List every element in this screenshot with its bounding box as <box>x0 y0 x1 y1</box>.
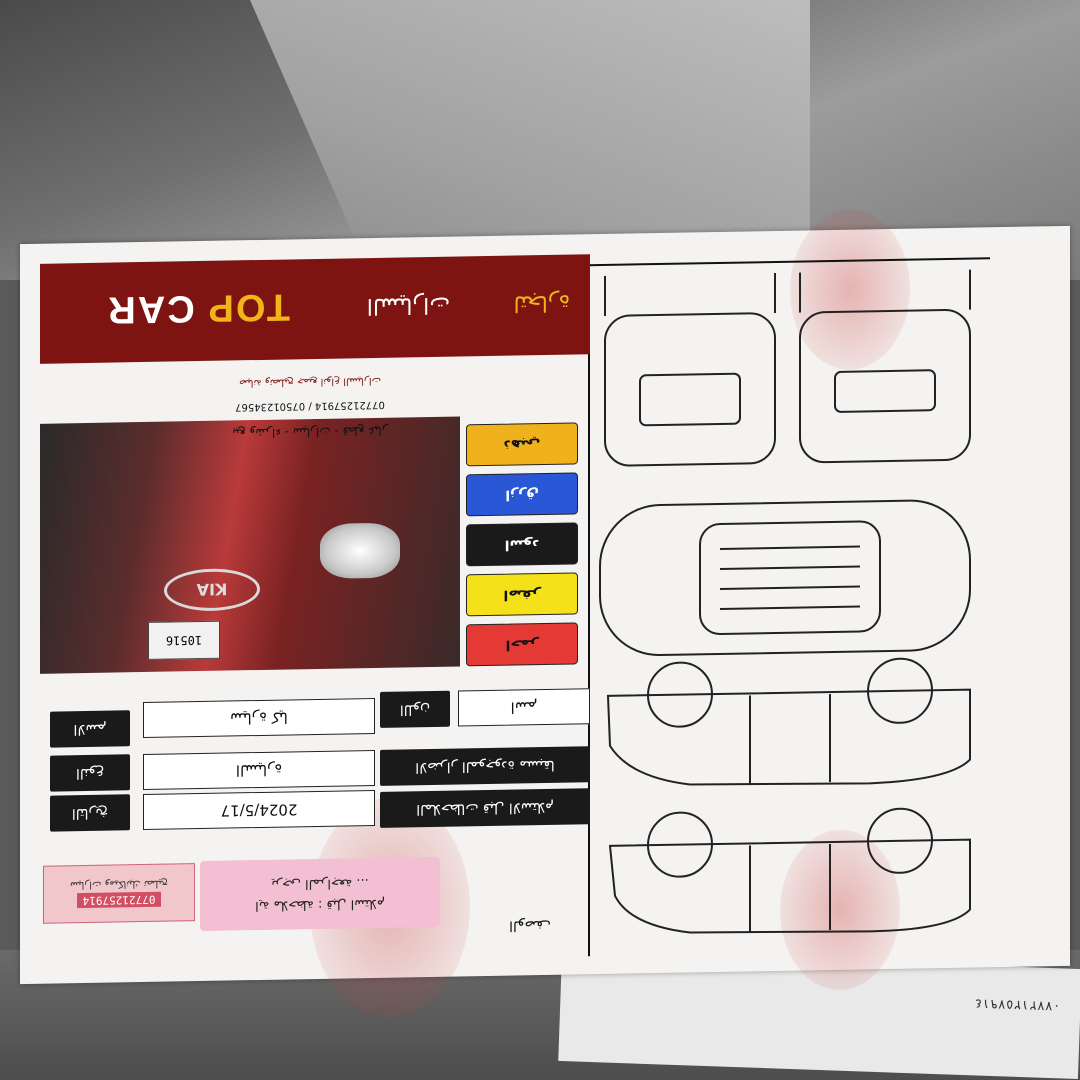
car-side-view <box>606 688 971 786</box>
wheel <box>867 657 933 724</box>
wheel <box>647 811 713 878</box>
car-photo: KIA 10516 <box>40 416 460 674</box>
name-field-extra[interactable]: اسم <box>458 688 590 727</box>
color-option-label: ذهبي <box>503 436 541 453</box>
name-field[interactable]: سيارة كيا <box>143 697 375 739</box>
date-field[interactable]: 2024/5/17 <box>143 789 375 831</box>
name-label: الاسم <box>50 710 130 748</box>
car-headlight <box>320 522 400 579</box>
type-label: النوع <box>50 754 130 792</box>
notice-line-2: ... يرجى المراجعة <box>271 875 369 892</box>
phone-number: 07721257914 <box>76 892 162 909</box>
color-option-label: اصفر <box>503 586 541 603</box>
car-outline-drawings <box>599 269 971 934</box>
car-front-view <box>799 309 971 464</box>
phone-box: 07721257914 سيارات وميكانيك تصليح <box>43 863 195 924</box>
color-option-black[interactable]: اسود <box>466 522 578 567</box>
label-before-delivery: الملاحظات قبل الاستلام <box>380 788 590 828</box>
color-option-yellow[interactable]: اصفر <box>466 572 578 617</box>
color-label: اللون <box>380 690 450 728</box>
type-field[interactable]: السيارة <box>143 749 375 791</box>
wheel <box>647 661 713 728</box>
brand-top: TOP <box>207 285 290 329</box>
underlying-code: ٠٧٧٢١٢٥٧٩١٤ <box>974 995 1061 1014</box>
notice-box: اية ملاحظة : قبل استلام ... يرجى المراجع… <box>200 856 440 932</box>
color-option-label: اسود <box>504 536 540 553</box>
brand-logo: TOP CAR <box>106 284 290 330</box>
phone-note: سيارات وميكانيك تصليح <box>69 878 169 891</box>
label-existing-damage: الاضرار الموجودة مسبقا <box>380 746 590 786</box>
color-option-label: ازرق <box>505 486 539 503</box>
wheel <box>867 807 933 874</box>
color-option-red[interactable]: احمر <box>466 622 578 667</box>
brand-arabic-name-2: لتجارة <box>513 289 570 316</box>
inspection-form: الوصف اية ملاحظة : قبل استلام ... يرجى ا… <box>20 208 1070 1020</box>
color-option-label: احمر <box>505 636 539 653</box>
kia-logo: KIA <box>164 567 260 612</box>
date-label: التاريخ <box>50 794 130 832</box>
info-panel: الوصف اية ملاحظة : قبل استلام ... يرجى ا… <box>40 254 590 964</box>
notice-line-1: اية ملاحظة : قبل استلام <box>255 895 385 914</box>
brand-car: CAR <box>106 287 195 331</box>
car-side-view <box>608 838 971 934</box>
car-diagrams <box>588 257 990 957</box>
brand-arabic-name: السيارات <box>366 291 450 319</box>
branding-tagline: صيانة وتصليح جميع انواع السيارات <box>238 374 382 389</box>
background-cloth-fold <box>250 0 810 255</box>
license-plate: 10516 <box>148 620 220 660</box>
car-top-view <box>599 499 971 657</box>
form-title: الوصف <box>509 916 551 934</box>
branding-phones: 07721257914 / 07501234567 <box>235 398 385 413</box>
car-rear-view <box>604 312 776 467</box>
color-option-blue[interactable]: ازرق <box>466 472 578 517</box>
